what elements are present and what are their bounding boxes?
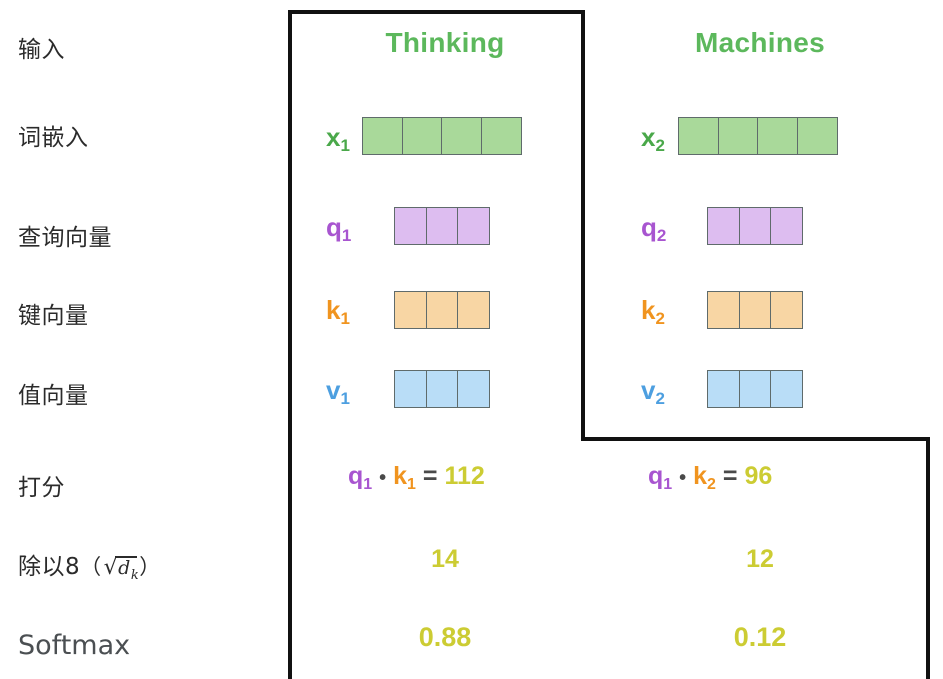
vector-sub-v1: 1 — [340, 389, 350, 408]
dot-product-icon: • — [679, 467, 687, 489]
softmax-value-col2: 0.12 — [733, 622, 787, 652]
vector-strip-q1 — [394, 207, 490, 245]
divide-value-col1: 14 — [431, 545, 459, 573]
vector-sub-v2: 2 — [655, 389, 665, 408]
vector-label-q2: q2 — [641, 212, 666, 244]
vector-cell — [394, 207, 427, 245]
row-label-values: 值向量 — [18, 383, 89, 409]
score-expression-score1: q1 • k1 = 112 — [348, 462, 485, 493]
vector-label-v2: v2 — [641, 375, 665, 407]
row-label-input: 输入 — [18, 37, 65, 63]
vector-letter-k2: k — [641, 295, 656, 325]
vector-cell — [401, 117, 443, 155]
vector-strip-k1 — [394, 291, 490, 329]
row-label-embedding: 词嵌入 — [18, 125, 89, 151]
vector-label-q1: q1 — [326, 212, 351, 244]
vector-letter-v1: v — [326, 375, 341, 405]
vector-cell — [425, 207, 459, 245]
divide-prefix: 除以8 — [18, 554, 81, 580]
score-expression-score2: q1 • k2 = 96 — [648, 462, 773, 493]
row-label-keys: 键向量 — [18, 303, 89, 329]
vector-cell — [770, 370, 803, 408]
vector-label-k2: k2 — [641, 295, 665, 327]
vector-cell — [425, 370, 459, 408]
vector-strip-v2 — [707, 370, 803, 408]
frame-upper-right-edge — [581, 10, 585, 441]
vector-label-k1: k1 — [326, 295, 350, 327]
vector-strip-x1 — [362, 117, 522, 155]
vector-cell — [796, 117, 838, 155]
vector-cell — [394, 291, 427, 329]
vector-cell — [757, 117, 798, 155]
row-label-queries: 查询向量 — [18, 225, 112, 251]
radicand-sub-k: k — [130, 567, 140, 583]
score-value: 112 — [444, 462, 485, 490]
vector-cell — [738, 370, 772, 408]
vector-cell — [457, 207, 490, 245]
vector-cell — [707, 291, 740, 329]
vector-cell — [480, 117, 522, 155]
vector-label-x2: x2 — [641, 122, 665, 154]
paren-open: （ — [80, 555, 102, 579]
row-label-divide: 除以8（√dk） — [18, 547, 161, 583]
vector-strip-x2 — [678, 117, 838, 155]
frame-right-edge — [926, 437, 930, 679]
vector-cell — [770, 207, 803, 245]
score-value: 96 — [744, 462, 773, 490]
softmax-value-col1: 0.88 — [418, 622, 472, 652]
vector-strip-k2 — [707, 291, 803, 329]
score-k-term: k1 — [393, 462, 416, 493]
vector-strip-q2 — [707, 207, 803, 245]
vector-cell — [425, 291, 459, 329]
column-header-thinking: Thinking — [385, 27, 505, 58]
vector-cell — [707, 207, 740, 245]
score-q-term: q1 — [348, 462, 373, 493]
vector-sub-k2: 2 — [655, 309, 665, 328]
vector-sub-q2: 2 — [656, 226, 667, 245]
equals-sign: = — [422, 462, 438, 490]
vector-cell — [770, 291, 803, 329]
vector-sub-k1: 1 — [340, 309, 350, 328]
vector-sub-x1: 1 — [340, 136, 350, 155]
vector-cell — [457, 291, 490, 329]
vector-cell — [707, 370, 740, 408]
dot-product-icon: • — [379, 467, 387, 489]
vector-letter-x2: x — [641, 122, 656, 152]
vector-strip-v1 — [394, 370, 490, 408]
vector-cell — [738, 291, 772, 329]
equals-sign: = — [722, 462, 738, 490]
vector-cell — [362, 117, 403, 155]
vector-cell — [738, 207, 772, 245]
vector-cell — [678, 117, 719, 155]
paren-close: ） — [139, 555, 161, 579]
vector-label-v1: v1 — [326, 375, 350, 407]
frame-step-top-edge — [581, 437, 930, 441]
vector-letter-q1: q — [326, 212, 342, 242]
vector-sub-x2: 2 — [655, 136, 665, 155]
frame-top-edge — [288, 10, 585, 14]
row-label-softmax: Softmax — [18, 630, 131, 661]
vector-cell — [457, 370, 490, 408]
vector-cell — [441, 117, 482, 155]
divide-value-col2: 12 — [746, 545, 774, 573]
vector-label-x1: x1 — [326, 122, 350, 154]
vector-letter-v2: v — [641, 375, 656, 405]
radicand-d: d — [118, 557, 131, 579]
frame-left-edge — [288, 10, 292, 679]
score-k-term: k2 — [693, 462, 716, 493]
vector-cell — [717, 117, 759, 155]
vector-sub-q1: 1 — [341, 226, 352, 245]
row-label-score: 打分 — [18, 475, 65, 501]
vector-letter-q2: q — [641, 212, 657, 242]
vector-cell — [394, 370, 427, 408]
sqrt-dk: √dk — [103, 555, 140, 583]
vector-letter-k1: k — [326, 295, 341, 325]
vector-letter-x1: x — [326, 122, 341, 152]
column-header-machines: Machines — [695, 27, 825, 58]
score-q-term: q1 — [648, 462, 673, 493]
